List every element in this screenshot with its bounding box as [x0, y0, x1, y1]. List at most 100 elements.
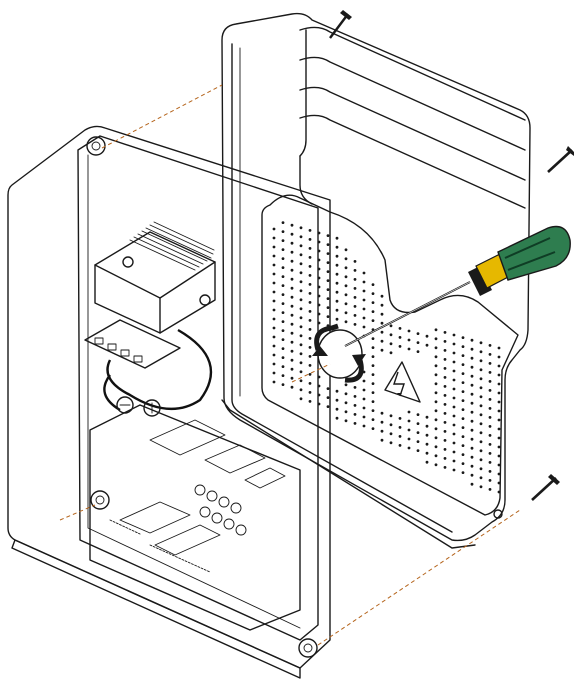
perforation-dot — [326, 396, 330, 399]
perforation-dot — [326, 279, 330, 282]
perforation-dot — [281, 284, 285, 287]
perforation-dot — [461, 363, 465, 366]
perforation-dot — [461, 408, 465, 411]
perforation-dot — [344, 248, 348, 252]
perforation-dot — [416, 413, 420, 416]
perforation-dot — [290, 331, 294, 335]
perforation-dot — [290, 241, 294, 245]
perforation-dot — [380, 438, 384, 442]
perforation-dot — [335, 389, 339, 393]
perforation-dot — [344, 392, 348, 396]
perforation-dot — [443, 367, 447, 370]
perforation-dot — [425, 460, 429, 464]
perforation-dot — [488, 398, 492, 401]
perforation-dot — [317, 258, 321, 262]
perforation-dot — [461, 471, 465, 474]
perforation-dot — [371, 391, 375, 394]
perforation-dot — [479, 404, 483, 408]
wire-loop — [106, 328, 213, 411]
perforation-dot — [452, 441, 456, 445]
perforation-dot — [398, 345, 402, 348]
perforation-dot — [353, 269, 357, 272]
perforation-dot — [470, 383, 474, 387]
perforation-dot — [335, 236, 339, 240]
perforation-dot — [497, 409, 501, 413]
perforation-dot — [290, 322, 294, 326]
perforation-dot — [452, 351, 456, 355]
perforation-dot — [479, 386, 483, 390]
perforation-dot — [344, 293, 348, 297]
perforation-dot — [380, 420, 384, 424]
perforation-dot — [479, 458, 483, 462]
perforation-dot — [308, 292, 312, 295]
perforation-dot — [425, 433, 429, 437]
perforation-dot — [479, 440, 483, 444]
perforation-dot — [470, 347, 474, 351]
perforation-dot — [371, 409, 375, 412]
perforation-dot — [479, 485, 483, 489]
perforation-dot — [380, 303, 384, 307]
perforation-dot — [371, 355, 375, 358]
perforation-dot — [380, 312, 384, 316]
perforation-dot — [416, 350, 420, 353]
perforation-dot — [290, 385, 294, 389]
perforation-dot — [470, 410, 474, 414]
perforation-dot — [272, 281, 276, 285]
perforation-dot — [434, 337, 438, 341]
perforation-dot — [380, 411, 384, 415]
perforation-dot — [317, 402, 321, 406]
perforation-dot — [470, 428, 474, 432]
perforation-dot — [434, 391, 438, 395]
perforation-dot — [452, 342, 456, 346]
perforation-dot — [353, 404, 357, 407]
perforation-dot — [425, 334, 429, 338]
perforation-dot — [488, 479, 492, 482]
perforation-dot — [344, 257, 348, 261]
perforation-dot — [398, 426, 402, 429]
perforation-dot — [344, 419, 348, 423]
perforation-dot — [335, 317, 339, 321]
perforation-dot — [470, 419, 474, 423]
perforation-dot — [272, 254, 276, 258]
perforation-dot — [452, 450, 456, 454]
perforation-dot — [461, 435, 465, 438]
perforation-dot — [290, 349, 294, 353]
perforation-dot — [299, 370, 303, 374]
perforation-dot — [335, 290, 339, 294]
perforation-dot — [272, 308, 276, 312]
perforation-dot — [497, 364, 501, 368]
perforation-dot — [497, 418, 501, 422]
perforation-dot — [281, 320, 285, 323]
perforation-dot — [434, 445, 438, 449]
perforation-dot — [461, 336, 465, 339]
perforation-dot — [299, 379, 303, 383]
terminal-screws — [94, 337, 143, 363]
perforation-dot — [434, 364, 438, 368]
perforation-dot — [281, 356, 285, 359]
perforation-dot — [488, 452, 492, 455]
perforation-dot — [362, 406, 366, 410]
perforation-dot — [470, 374, 474, 378]
perforation-dot — [281, 365, 285, 368]
perforation-dot — [299, 253, 303, 257]
perforation-dot — [461, 462, 465, 465]
perforation-dot — [299, 298, 303, 302]
perforation-dot — [452, 414, 456, 418]
perforation-dot — [317, 384, 321, 388]
perforation-dot — [299, 271, 303, 275]
perforation-dot — [308, 337, 312, 340]
perforation-dot — [326, 315, 330, 318]
perforation-dot — [389, 432, 393, 436]
perforation-dot — [443, 421, 447, 424]
perforation-dot — [488, 371, 492, 374]
perforation-dot — [290, 367, 294, 371]
perforation-dot — [344, 275, 348, 279]
perforation-dot — [479, 431, 483, 435]
perforation-dot — [371, 301, 375, 304]
perforation-dot — [272, 272, 276, 276]
perforation-dot — [416, 341, 420, 344]
control-board — [89, 404, 301, 631]
perforation-dot — [299, 334, 303, 338]
perforation-dot — [407, 338, 411, 342]
perforation-dot — [362, 424, 366, 428]
